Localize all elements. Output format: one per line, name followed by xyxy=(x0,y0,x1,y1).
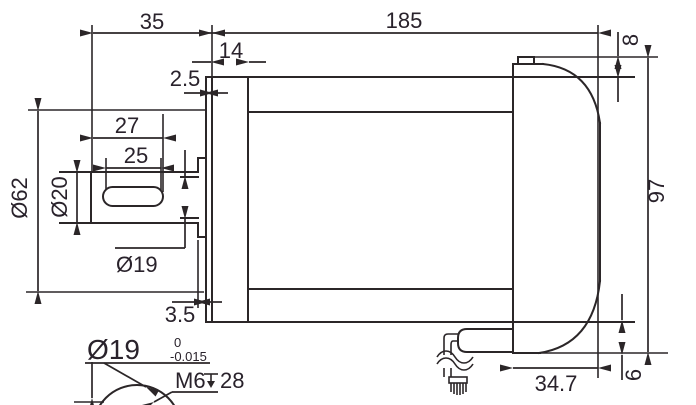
dim-top-tab-height: 8 xyxy=(614,32,643,102)
cable-gland xyxy=(457,328,514,353)
shaft-tolerance-main: Ø19 xyxy=(87,334,140,365)
dim-6-label: 6 xyxy=(621,369,646,381)
depth-symbol-icon xyxy=(204,373,218,388)
shaft-end-view xyxy=(74,362,176,405)
dim-body-height: 97 xyxy=(644,45,669,365)
dim-key-overall: 27 xyxy=(80,113,176,142)
shaft-tolerance-lower: -0.015 xyxy=(170,349,207,364)
tapped-hole-callout: M6 28 xyxy=(140,368,244,405)
tapped-hole-leader xyxy=(140,391,173,405)
rear-cover-top-curve xyxy=(541,62,602,125)
cable-wire-inner xyxy=(450,340,458,355)
shaft-tolerance-callout: Ø19 0 -0.015 xyxy=(85,334,210,397)
dim-2-5-label: 2.5 xyxy=(170,66,201,91)
dim-97-label: 97 xyxy=(644,179,669,203)
rear-cover-bottom-curve xyxy=(537,279,602,355)
dim-3-5-label: 3.5 xyxy=(165,302,196,327)
dim-shaft-extension: 35 xyxy=(80,9,225,37)
dim-19-side-label: Ø19 xyxy=(116,252,158,277)
dim-bottom-lip-height: 6 xyxy=(618,294,646,381)
dim-rear-cover-width: 34.7 xyxy=(500,364,611,396)
cable-wire-outer xyxy=(443,333,458,355)
cable-connector xyxy=(448,376,468,384)
dim-25-label: 25 xyxy=(124,143,148,168)
dim-shaft-diameter-side: Ø19 xyxy=(115,150,189,277)
shaft-tolerance-leader xyxy=(103,362,160,397)
dim-62-label: Ø62 xyxy=(7,177,32,219)
tapped-hole-label: M6 xyxy=(175,368,206,393)
dim-14-label: 14 xyxy=(219,38,243,63)
dim-27-label: 27 xyxy=(115,113,139,138)
dim-185-label: 185 xyxy=(386,8,423,33)
dim-key-flat: 25 xyxy=(93,143,174,172)
motor-outline xyxy=(59,56,635,355)
dim-8-label: 8 xyxy=(618,34,643,46)
dim-pilot-diameter: Ø62 xyxy=(7,98,42,304)
dim-front-section: 14 xyxy=(192,38,266,66)
shaft-keyway-flat xyxy=(102,186,164,207)
rear-cover-seam-tab xyxy=(517,56,535,65)
cable-break-symbol-2 xyxy=(436,357,474,371)
shaft-end-circle xyxy=(98,384,176,405)
dim-hub-protrusion: 3.5 xyxy=(165,298,222,327)
dim-35-label: 35 xyxy=(140,9,164,34)
dim-body-length: 185 xyxy=(199,8,611,37)
tapped-hole-depth-label: 28 xyxy=(220,368,244,393)
cable-stripped-end xyxy=(450,383,467,395)
dim-shaft-step-diameter: Ø20 xyxy=(47,160,81,235)
extension-lines xyxy=(26,25,668,378)
dim-20-label: Ø20 xyxy=(47,176,72,218)
dim-34-7-label: 34.7 xyxy=(535,371,578,396)
cable-break-symbol-1 xyxy=(436,350,474,364)
shaft-tolerance-upper: 0 xyxy=(174,335,181,350)
dim-plate-thickness: 2.5 xyxy=(170,66,228,97)
cable-assembly xyxy=(436,328,514,395)
